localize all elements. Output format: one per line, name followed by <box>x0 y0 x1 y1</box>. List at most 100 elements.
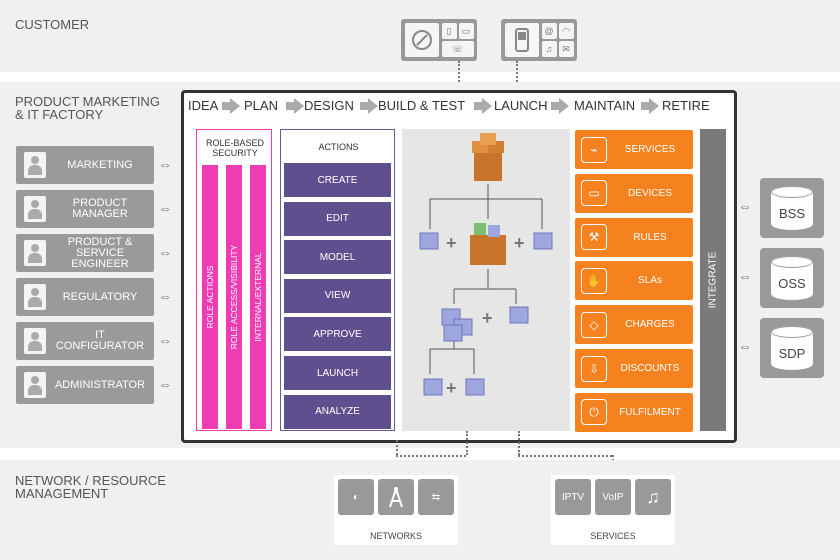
customer-connector <box>458 61 460 85</box>
double-arrow-icon: ⇔ <box>158 376 172 392</box>
router-arrows-icon: ⇆ <box>418 479 454 515</box>
double-arrow-icon: ⇔ <box>738 268 752 284</box>
bottom-services-label: SERVICES <box>590 531 636 541</box>
action-approve-button[interactable]: APPROVE <box>284 317 391 352</box>
tv-icon: ▭ <box>458 23 474 39</box>
service-label: DISCOUNTS <box>620 363 680 374</box>
action-model-button[interactable]: MODEL <box>284 240 391 275</box>
security-title: ROLE-BASED SECURITY <box>205 138 265 158</box>
role-label: PRODUCT & SERVICE ENGINEER <box>67 235 133 270</box>
service-label: SERVICES <box>624 144 676 155</box>
role-label: MARKETING <box>67 158 133 171</box>
database-icon: BSS <box>771 186 813 230</box>
stage-arrow-icon <box>649 98 659 114</box>
role-based-security-panel: ROLE-BASED SECURITY ROLE ACTIONS ROLE AC… <box>196 129 272 431</box>
open-box-icon <box>470 223 506 265</box>
antenna-tower-icon <box>378 479 414 515</box>
role-item: PRODUCT MANAGER <box>16 190 154 228</box>
build-area: + + + + <box>402 129 570 431</box>
double-arrow-icon: ⇔ <box>158 156 172 172</box>
person-icon <box>24 196 46 222</box>
role-label: PRODUCT MANAGER <box>72 197 128 220</box>
action-analyze-button[interactable]: ANALYZE <box>284 394 391 429</box>
service-services-button[interactable]: ⌁ SERVICES <box>575 130 693 169</box>
stage-arrow <box>474 102 482 110</box>
networks-label: NETWORKS <box>369 531 422 541</box>
system-oss: OSS <box>760 248 824 308</box>
stage-label: IDEA <box>188 98 219 113</box>
service-fulfilment-button[interactable]: ⏻ FULFILMENT <box>575 392 693 432</box>
music-note-icon: ♫ <box>541 41 557 57</box>
service-label: SLAs <box>638 275 662 287</box>
stage-arrow <box>286 102 294 110</box>
svg-text:+: + <box>446 378 457 398</box>
person-icon <box>24 328 46 354</box>
voip-icon: VoIP <box>595 479 631 515</box>
double-arrow-icon: ⇔ <box>158 200 172 216</box>
svg-text:+: + <box>446 233 457 253</box>
networks-group: ◐ ⇆ NETWORKS <box>334 475 458 545</box>
services-connector <box>518 455 612 457</box>
component-tree-diagram: + + + + <box>419 133 553 398</box>
service-rules-button[interactable]: ⚒ RULES <box>575 217 693 257</box>
mail-icon: ✉ <box>558 41 574 57</box>
double-arrow-icon: ⇔ <box>738 198 752 214</box>
stage-label: BUILD & TEST <box>378 98 466 113</box>
bottom-services-group: IPTV VoIP ♫ SERVICES <box>551 475 675 545</box>
service-label: RULES <box>633 231 667 243</box>
service-charges-button[interactable]: ◇CHARGES <box>575 305 693 345</box>
network-title: NETWORK / RESOURCE MANAGEMENT <box>15 473 166 501</box>
role-item: REGULATORY <box>16 278 154 316</box>
phone-icon: ▯ <box>441 23 457 39</box>
stage-arrow <box>360 102 368 110</box>
stage-label: DESIGN <box>304 98 354 113</box>
role-label: IT CONFIGURATOR <box>55 329 145 352</box>
integrate-bar: INTEGRATE <box>700 129 726 431</box>
handshake-icon: ✋ <box>581 267 607 294</box>
cube-icon <box>419 232 553 396</box>
box-stack-icon <box>472 133 504 181</box>
stage-label: RETIRE <box>662 98 710 113</box>
music-note-icon: ♫ <box>635 479 671 515</box>
service-slas-button[interactable]: ✋ SLAs <box>575 261 693 301</box>
iptv-icon: IPTV <box>555 479 591 515</box>
double-arrow-icon: ⇔ <box>738 338 752 354</box>
svg-text:+: + <box>514 233 525 253</box>
action-view-button[interactable]: VIEW <box>284 278 391 313</box>
role-label: REGULATORY <box>62 290 138 303</box>
action-edit-button[interactable]: EDIT <box>284 201 391 236</box>
person-icon <box>24 372 46 398</box>
satellite-dish-icon <box>404 23 439 57</box>
stage-arrow <box>551 102 559 110</box>
person-icon <box>24 284 46 310</box>
double-arrow-icon: ⇔ <box>158 244 172 260</box>
services-connector <box>518 431 520 455</box>
person-icon <box>24 152 46 178</box>
role-label: ADMINISTRATOR <box>54 378 146 391</box>
plug-icon: ⌁ <box>581 136 607 163</box>
person-icon <box>24 240 46 266</box>
customer-device-group-2: @ ◠ ♫ ✉ <box>501 19 577 61</box>
networks-connector <box>396 440 398 455</box>
service-label: FULFILMENT <box>619 406 681 418</box>
customer-device-group-1: ▯ ▭ ☏ <box>401 19 477 61</box>
stage-label: PLAN <box>244 98 278 113</box>
database-icon: SDP <box>771 326 813 370</box>
actions-title: ACTIONS <box>318 142 359 152</box>
service-label: DEVICES <box>628 187 672 199</box>
svg-text:+: + <box>482 308 493 328</box>
action-launch-button[interactable]: LAUNCH <box>284 356 391 390</box>
role-access-bar: ROLE ACCESS/VISIBILITY <box>226 165 242 429</box>
double-arrow-icon: ⇔ <box>158 332 172 348</box>
service-devices-button[interactable]: ▭DEVICES <box>575 173 693 213</box>
system-label: SDP <box>778 345 806 361</box>
gavel-icon: ⚒ <box>581 224 607 251</box>
service-discounts-button[interactable]: ⇩DISCOUNTS <box>575 349 693 388</box>
power-icon: ⏻ <box>581 399 607 426</box>
voip-phone-icon: ☏ <box>441 41 474 57</box>
action-create-button[interactable]: CREATE <box>284 163 391 197</box>
system-sdp: SDP <box>760 318 824 378</box>
system-label: BSS <box>778 205 805 221</box>
satellite-dish-icon: ◐ <box>338 479 374 515</box>
stage-arrow <box>222 102 230 110</box>
